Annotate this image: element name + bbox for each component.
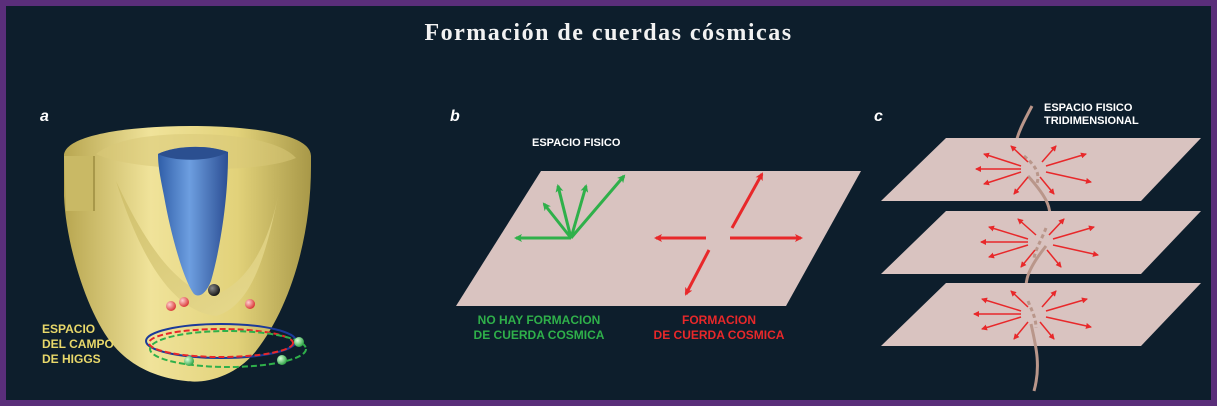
no-string-caption-line-1: NO HAY FORMACION bbox=[477, 313, 601, 327]
3d-label-line-2: TRIDIMENSIONAL bbox=[1044, 115, 1139, 127]
panel-b-letter: b bbox=[450, 108, 460, 125]
cosmic-string-3d bbox=[881, 105, 1201, 392]
space-slice-3 bbox=[881, 283, 1201, 346]
higgs-potential-surface bbox=[64, 126, 311, 382]
higgs-label-line-1: ESPACIO bbox=[42, 322, 96, 336]
higgs-field-space-label: ESPACIO DEL CAMPO DE HIGGS bbox=[42, 322, 114, 367]
green-arrow bbox=[542, 202, 573, 239]
no-string-caption-line-2: DE CUERDA COSMICA bbox=[473, 328, 605, 342]
higgs-label-line-3: DE HIGGS bbox=[42, 352, 101, 366]
string-caption-line-1: FORMACION bbox=[682, 313, 756, 327]
panel-a-letter: a bbox=[40, 108, 49, 125]
space-slice-1 bbox=[881, 138, 1201, 201]
red-arrow bbox=[684, 249, 711, 296]
panel-c-letter: c bbox=[874, 108, 883, 125]
string-formation-caption: FORMACION DE CUERDA COSMICA bbox=[634, 313, 804, 343]
3d-label-line-1: ESPACIO FISICO bbox=[1044, 102, 1133, 114]
red-arrow bbox=[730, 172, 764, 229]
green-arrow bbox=[569, 184, 589, 239]
higgs-label-line-2: DEL CAMPO bbox=[42, 337, 114, 351]
higgs-false-vacuum-sphere bbox=[208, 284, 220, 296]
3d-physical-space-label: ESPACIO FISICO TRIDIMENSIONAL bbox=[1044, 102, 1139, 128]
no-string-caption: NO HAY FORMACION DE CUERDA COSMICA bbox=[454, 313, 624, 343]
string-caption-line-2: DE CUERDA COSMICA bbox=[653, 328, 785, 342]
figure-title: Formación de cuerdas cósmicas bbox=[424, 20, 793, 46]
red-arrows-group bbox=[654, 172, 803, 296]
green-arrow bbox=[555, 184, 573, 239]
green-arrow bbox=[569, 174, 626, 239]
physical-space-label: ESPACIO FISICO bbox=[532, 137, 621, 149]
figure-frame: Formación de cuerdas cósmicas a b c bbox=[6, 6, 1211, 400]
diagram-artwork bbox=[64, 105, 1201, 392]
green-arrows-group bbox=[514, 174, 626, 242]
